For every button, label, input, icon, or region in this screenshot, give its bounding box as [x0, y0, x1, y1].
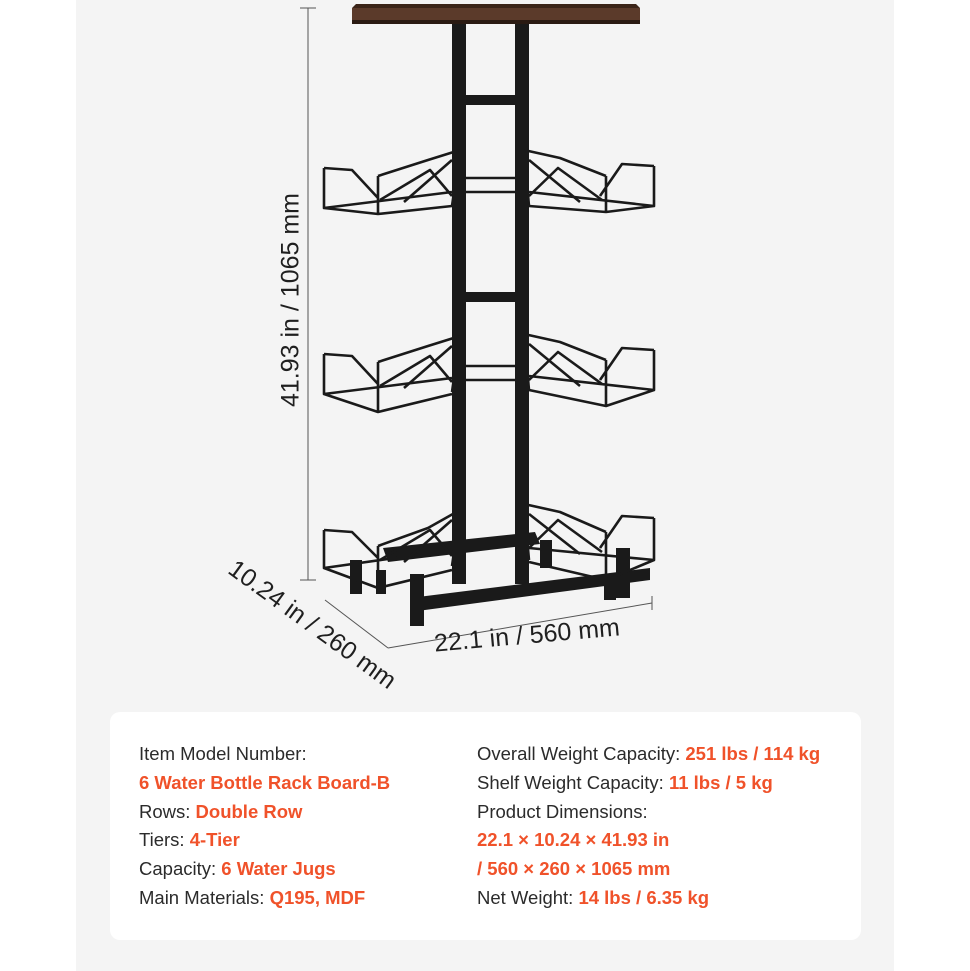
frame-posts [452, 24, 529, 584]
spec-label: Overall Weight Capacity: [477, 743, 686, 764]
spec-label: Shelf Weight Capacity: [477, 771, 669, 793]
spec-label: Product Dimensions: [477, 800, 648, 822]
product-figure: 41.93 in / 1065 mm 10.24 in / 260 mm 22.… [223, 4, 656, 695]
spec-label: Capacity: [139, 858, 222, 880]
spec-value: 6 Water Jugs [221, 858, 336, 880]
specs-right-column: Overall Weight Capacity: 251 lbs / 114 k… [477, 740, 820, 913]
spec-line: Shelf Weight Capacity: 11 lbs / 5 kg [477, 769, 820, 798]
frame-bolts [456, 97, 525, 433]
spec-line: Item Model Number: [139, 740, 390, 769]
spec-line: Product Dimensions: [477, 798, 820, 827]
spec-line: Capacity: 6 Water Jugs [139, 855, 390, 884]
wire-baskets [322, 148, 656, 590]
spec-line: 22.1 × 10.24 × 41.93 in [477, 826, 820, 855]
spec-label: Item Model Number: [139, 743, 307, 764]
spec-line: / 560 × 260 × 1065 mm [477, 855, 820, 884]
specifications-card: Item Model Number: 6 Water Bottle Rack B… [110, 712, 861, 940]
spec-label: Net Weight: [477, 886, 579, 908]
spec-line: Main Materials: Q195, MDF [139, 884, 390, 913]
height-dimension-label: 41.93 in / 1065 mm [276, 192, 305, 408]
spec-line: Overall Weight Capacity: 251 lbs / 114 k… [477, 740, 820, 769]
spec-value: Double Row [195, 800, 303, 822]
spec-value: / 560 × 260 × 1065 mm [477, 858, 671, 880]
spec-value: 11 lbs / 5 kg [668, 771, 773, 793]
spec-label: Tiers: [139, 829, 190, 851]
spec-value: 14 lbs / 6.35 kg [578, 886, 710, 908]
spec-line: Tiers: 4-Tier [139, 826, 390, 855]
water-bottle-rack-illustration [300, 4, 656, 649]
wooden-top [352, 4, 640, 24]
spec-line: 6 Water Bottle Rack Board-B [139, 769, 390, 798]
specs-left-column: Item Model Number: 6 Water Bottle Rack B… [139, 740, 390, 913]
spec-value: 4-Tier [189, 829, 240, 851]
spec-value: 22.1 × 10.24 × 41.93 in [477, 829, 670, 851]
spec-label: Main Materials: [139, 886, 270, 908]
spec-value: 6 Water Bottle Rack Board-B [139, 771, 391, 793]
spec-line: Rows: Double Row [139, 798, 390, 827]
spec-label: Rows: [139, 800, 196, 822]
dimension-lines [300, 7, 653, 649]
spec-line: Net Weight: 14 lbs / 6.35 kg [477, 884, 820, 913]
spec-value: Q195, MDF [269, 886, 366, 908]
spec-value: 251 lbs / 114 kg [685, 743, 821, 764]
